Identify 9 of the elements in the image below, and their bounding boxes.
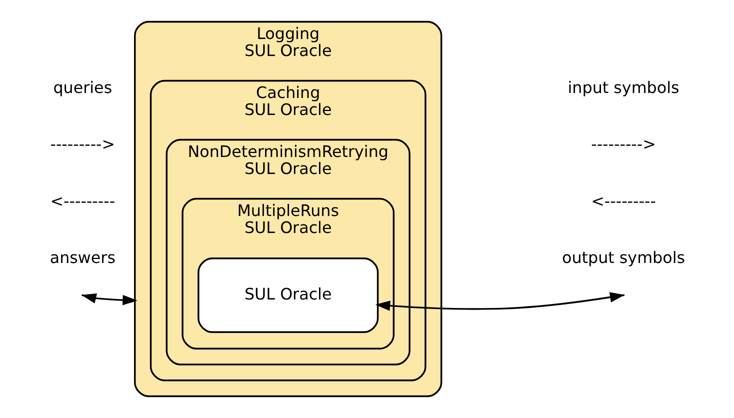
- node-box: SUL Oracle: [198, 258, 379, 333]
- label: <---------: [591, 191, 656, 210]
- label: answers: [50, 248, 116, 268]
- label: --------->: [591, 134, 656, 154]
- label: <---------: [50, 191, 116, 210]
- label: input symbols: [568, 78, 680, 97]
- label: output symbols: [562, 248, 686, 268]
- label: --------->: [50, 134, 116, 154]
- label: queries: [53, 78, 112, 97]
